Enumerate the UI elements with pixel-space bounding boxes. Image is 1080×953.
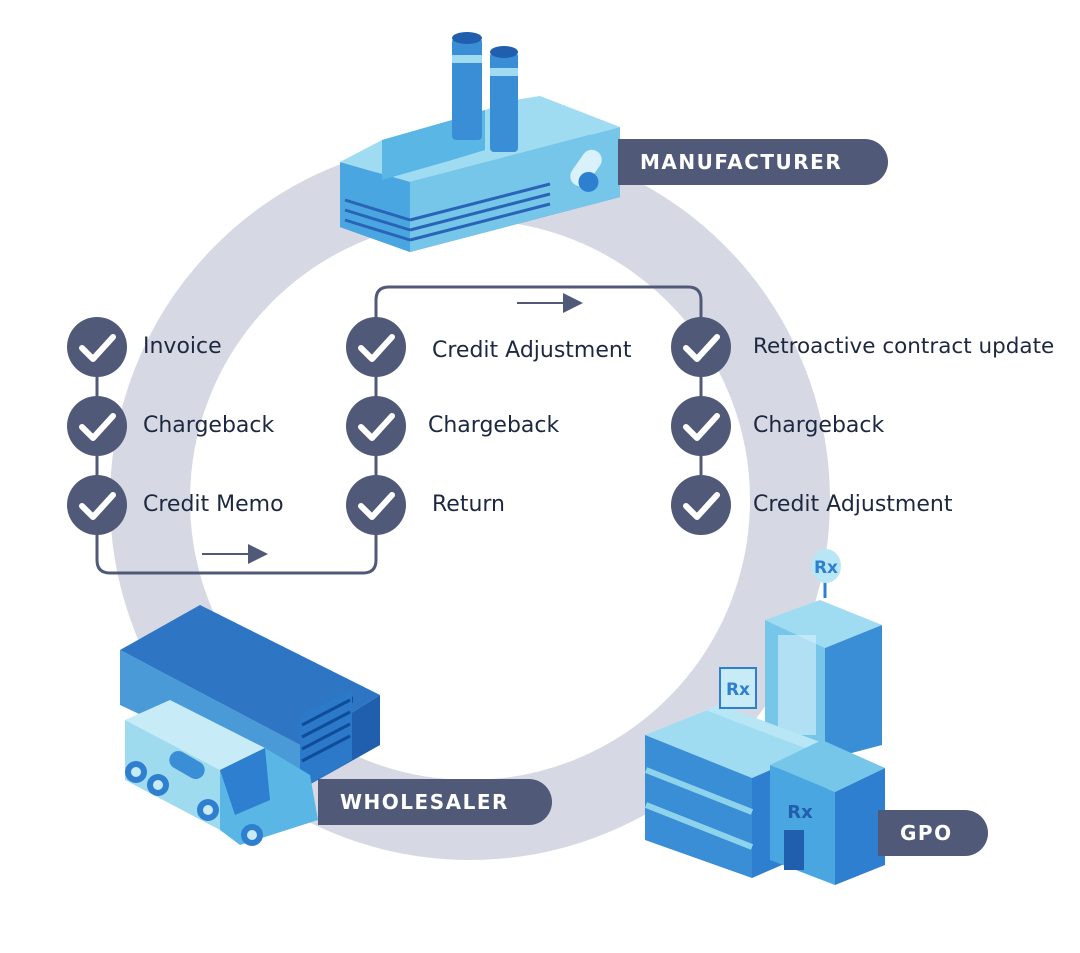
step-credit-memo: Credit Memo [143, 492, 284, 517]
step-invoice: Invoice [143, 334, 222, 359]
step-chargeback: Chargeback [753, 413, 885, 438]
check-icon [346, 317, 406, 377]
step-retroactive-contract-update: Retroactive contract update [753, 334, 1055, 359]
check-icon [346, 396, 406, 456]
step-credit-adjustment: Credit Adjustment [432, 338, 632, 363]
factory-icon [340, 32, 620, 252]
step-return: Return [432, 492, 506, 517]
check-icon [346, 475, 406, 535]
check-icon [67, 396, 127, 456]
svg-text:Rx: Rx [814, 558, 838, 578]
step-chargeback: Chargeback [428, 413, 560, 438]
check-icon [671, 317, 731, 377]
hospital-buildings-icon: Rx Rx Rx [644, 549, 885, 885]
check-icon [67, 475, 127, 535]
check-icon [671, 475, 731, 535]
manufacturer-label: MANUFACTURER [618, 139, 888, 185]
step-credit-adjustment: Credit Adjustment [753, 492, 953, 517]
check-icon [671, 396, 731, 456]
svg-text:Rx: Rx [787, 802, 813, 823]
svg-text:Rx: Rx [726, 680, 750, 700]
gpo-label: GPO [878, 810, 988, 856]
step-chargeback: Chargeback [143, 413, 275, 438]
check-icon [67, 317, 127, 377]
rx-sign-top [811, 549, 841, 583]
warehouse-truck-icon [120, 605, 380, 846]
wholesaler-label: WHOLESALER [318, 779, 552, 825]
rx-sign-middle [719, 667, 757, 709]
